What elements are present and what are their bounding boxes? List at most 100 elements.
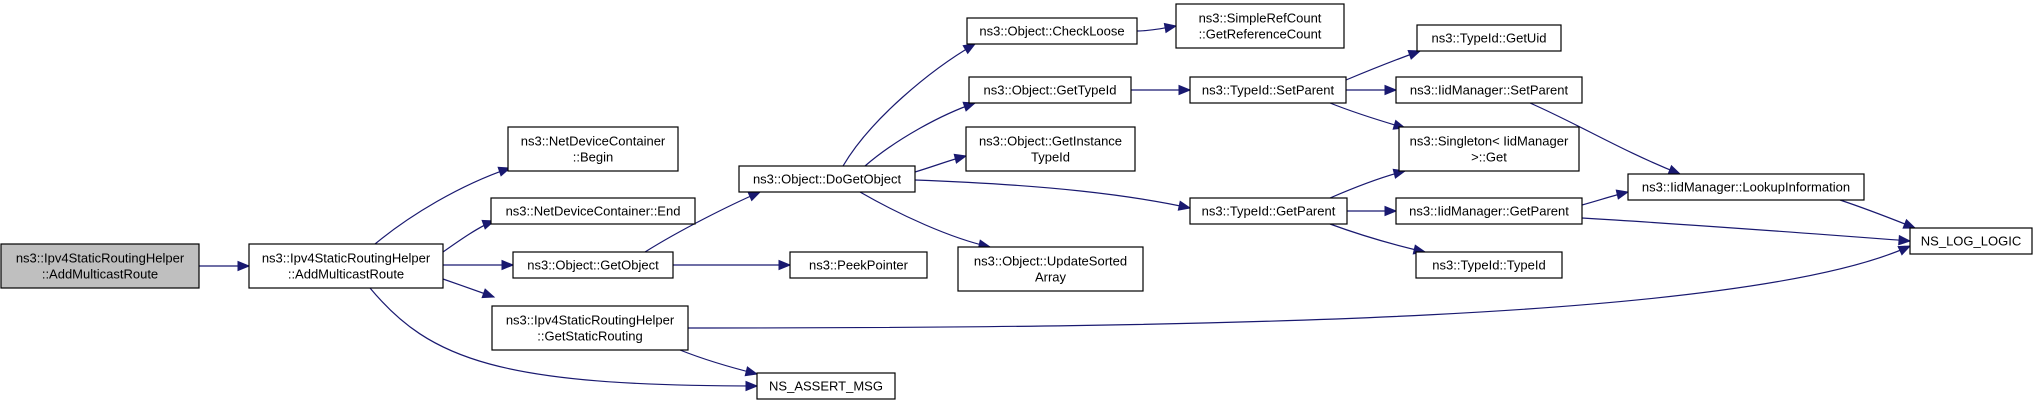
edge-line [687, 245, 1911, 329]
edge-tgetparent-to-iidgetparent [1347, 205, 1398, 217]
edge-setparent-to-getuid [1345, 49, 1422, 81]
node-singleton[interactable]: ns3::Singleton< IidManager>::Get [1398, 126, 1580, 172]
node-label: ns3::TypeId::TypeId [1432, 258, 1545, 273]
node-box [1416, 24, 1562, 52]
node-label: ns3::TypeId::SetParent [1202, 83, 1335, 98]
edge-dogetobject-to-tgetparent [914, 179, 1192, 211]
node-box [968, 76, 1132, 104]
node-box [490, 197, 696, 225]
node-getstatic[interactable]: ns3::Ipv4StaticRoutingHelper::GetStaticR… [491, 305, 689, 351]
arrowhead-icon [778, 259, 792, 271]
node-box [507, 126, 679, 172]
edge-add-to-assert [369, 287, 759, 392]
edge-dogetobject-to-updatesorted [859, 191, 992, 250]
edge-line [1329, 170, 1406, 199]
node-refcount[interactable]: ns3::SimpleRefCount::GetReferenceCount [1175, 3, 1345, 49]
node-getobject[interactable]: ns3::Object::GetObject [512, 251, 674, 279]
node-dogetobject[interactable]: ns3::Object::DoGetObject [738, 165, 916, 193]
node-assert[interactable]: NS_ASSERT_MSG [756, 372, 896, 400]
edge-line [864, 102, 976, 167]
edge-iidgetparent-to-lookup [1581, 189, 1630, 206]
arrowhead-icon [1384, 84, 1398, 96]
arrowhead-icon [747, 191, 762, 202]
node-add[interactable]: ns3::Ipv4StaticRoutingHelper::AddMultica… [248, 243, 444, 289]
node-box [965, 126, 1136, 172]
node-label: NS_LOG_LOGIC [1921, 234, 2021, 249]
node-checkloose[interactable]: ns3::Object::CheckLoose [966, 17, 1138, 45]
node-label: ns3::TypeId::GetUid [1432, 31, 1547, 46]
node-setparent[interactable]: ns3::TypeId::SetParent [1189, 76, 1347, 104]
edge-checkloose-to-refcount [1136, 22, 1178, 34]
node-label: ns3::IidManager::LookupInformation [1642, 180, 1850, 195]
node-box [1189, 197, 1348, 225]
edge-tgetparent-to-ttypeid [1329, 223, 1427, 255]
edge-lookup-to-log [1839, 199, 1917, 229]
node-label: ::GetStaticRouting [537, 329, 643, 344]
edge-line [1581, 217, 1911, 242]
edge-gettypeid-to-setparent [1131, 84, 1192, 96]
node-box [1189, 76, 1347, 104]
node-box [1627, 173, 1865, 201]
node-label: ns3::NetDeviceContainer [521, 134, 666, 149]
edge-line [914, 179, 1191, 209]
node-box [491, 305, 689, 351]
arrowhead-icon [1384, 205, 1398, 217]
edge-line [1345, 50, 1421, 81]
edge-iidsetparent-to-lookup [1529, 102, 1682, 175]
node-label: ::AddMulticastRoute [288, 267, 404, 282]
arrowhead-icon [1667, 164, 1682, 175]
node-ndcend[interactable]: ns3::NetDeviceContainer::End [490, 197, 696, 225]
node-getuid[interactable]: ns3::TypeId::GetUid [1416, 24, 1562, 52]
edge-add-to-ndcend [442, 219, 496, 253]
node-lookup[interactable]: ns3::IidManager::LookupInformation [1627, 173, 1865, 201]
edge-tgetparent-to-singleton [1329, 168, 1407, 199]
node-tgetparent[interactable]: ns3::TypeId::GetParent [1189, 197, 1348, 225]
node-box [957, 246, 1144, 292]
node-root[interactable]: ns3::Ipv4StaticRoutingHelper::AddMultica… [0, 243, 200, 289]
node-box [966, 17, 1138, 45]
edge-iidgetparent-to-log [1581, 217, 1912, 246]
node-box [1415, 251, 1563, 279]
edge-line [374, 167, 511, 245]
call-edges [199, 22, 1917, 392]
node-label: ns3::Ipv4StaticRoutingHelper [16, 251, 185, 266]
node-label: TypeId [1031, 150, 1070, 165]
edge-getstatic-to-log [687, 245, 1912, 329]
node-ttypeid[interactable]: ns3::TypeId::TypeId [1415, 251, 1563, 279]
node-iidgetparent[interactable]: ns3::IidManager::GetParent [1395, 197, 1583, 225]
arrowhead-icon [1897, 245, 1912, 256]
arrowhead-icon [745, 380, 759, 392]
node-label: ns3::SimpleRefCount [1199, 11, 1322, 26]
node-log[interactable]: NS_LOG_LOGIC [1909, 227, 2033, 255]
arrowhead-icon [744, 366, 759, 377]
edge-getobject-to-peek [673, 259, 792, 271]
node-box [512, 251, 674, 279]
node-iidsetparent[interactable]: ns3::IidManager::SetParent [1395, 76, 1583, 104]
arrowhead-icon [497, 166, 512, 177]
node-label: ns3::Ipv4StaticRoutingHelper [506, 313, 675, 328]
node-ndcbegin[interactable]: ns3::NetDeviceContainer::Begin [507, 126, 679, 172]
node-peek[interactable]: ns3::PeekPointer [789, 251, 928, 279]
arrowhead-icon [1177, 200, 1192, 211]
node-box [1909, 227, 2033, 255]
arrowhead-icon [953, 153, 968, 164]
arrowhead-icon [237, 260, 251, 272]
node-gettypeid[interactable]: ns3::Object::GetTypeId [968, 76, 1132, 104]
arrowhead-icon [962, 43, 977, 55]
node-label: ns3::Singleton< IidManager [1410, 134, 1569, 149]
node-label: ::Begin [573, 150, 613, 165]
node-box [738, 165, 916, 193]
node-label: >::Get [1471, 150, 1507, 165]
arrowhead-icon [1898, 234, 1912, 246]
node-box [756, 372, 896, 400]
edge-add-to-getstatic [442, 278, 496, 299]
edge-getstatic-to-assert [679, 349, 759, 377]
edge-line [644, 191, 761, 253]
node-label: ns3::Object::UpdateSorted [974, 254, 1127, 269]
node-label: ns3::Object::GetInstance [979, 134, 1122, 149]
edge-setparent-to-singleton [1329, 102, 1407, 130]
node-label: ns3::Ipv4StaticRoutingHelper [262, 251, 431, 266]
